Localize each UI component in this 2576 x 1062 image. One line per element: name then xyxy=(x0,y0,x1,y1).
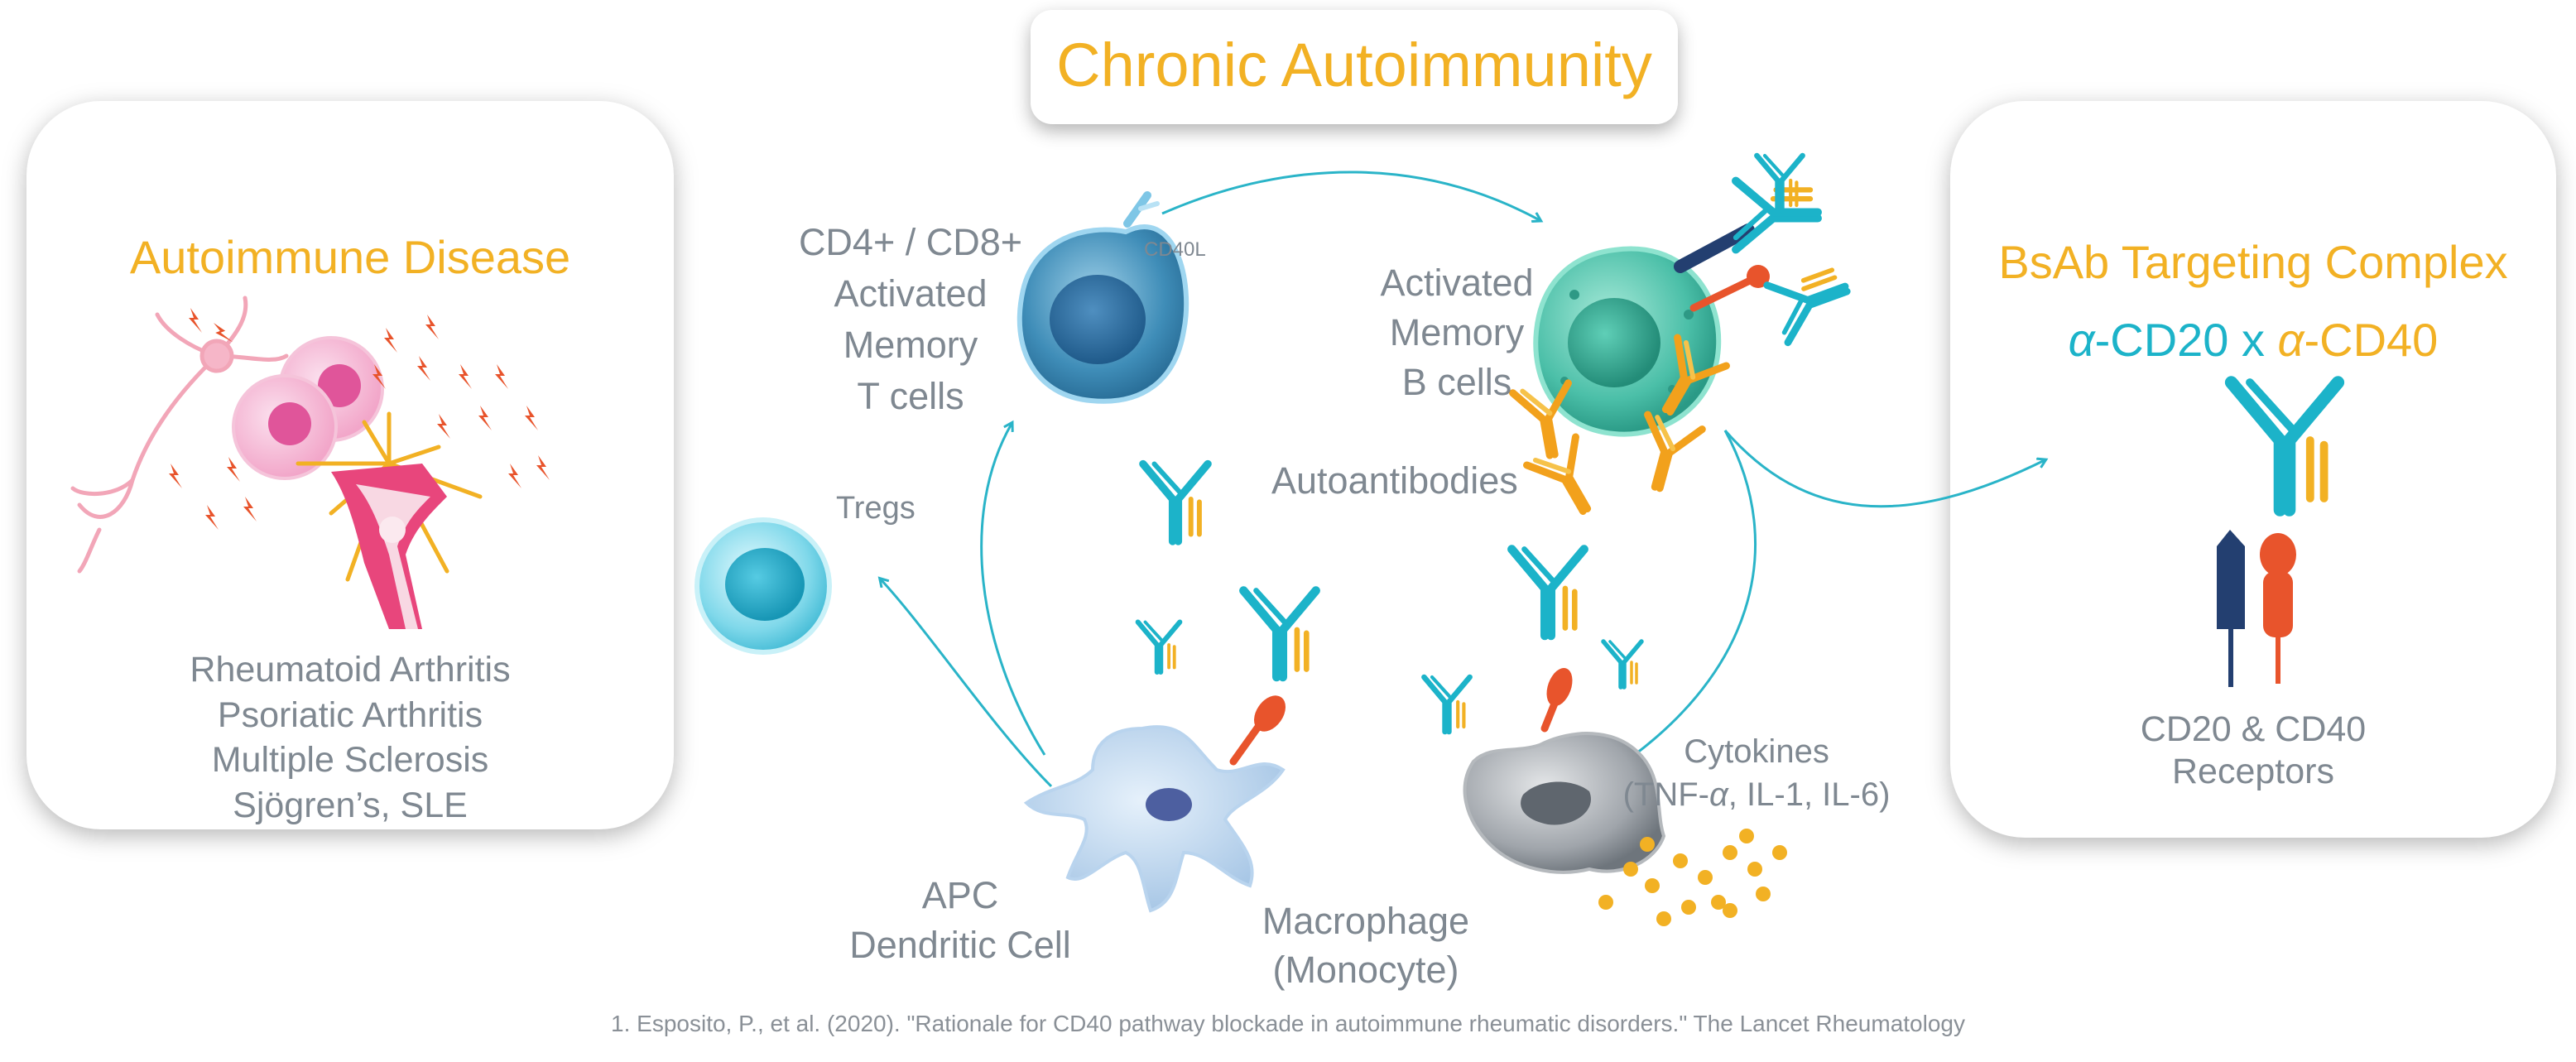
right-panel-subtitle: α-CD20 x α-CD40 xyxy=(1950,313,2556,368)
t-cells-label-line: Memory xyxy=(843,324,978,367)
right-panel xyxy=(1950,101,2556,838)
b-cells-label-line: B cells xyxy=(1401,360,1512,403)
disease-item: Sjögren’s, SLE xyxy=(233,785,468,825)
right-panel-title: BsAb Targeting Complex xyxy=(1998,236,2508,288)
b-cells-label-line: Memory xyxy=(1389,310,1525,353)
cells-icon xyxy=(232,336,384,480)
cd40-label: -CD40 xyxy=(2304,314,2439,366)
citation: 1. Esposito, P., et al. (2020). "Rationa… xyxy=(611,1011,1965,1036)
disease-item: Multiple Sclerosis xyxy=(211,740,489,781)
dendritic-cell-icon xyxy=(1023,695,1286,913)
title-box xyxy=(1031,10,1678,124)
apc-label-line: APC xyxy=(921,874,999,916)
treg-icon xyxy=(694,517,832,655)
t-cells-label-line: Activated xyxy=(834,272,988,315)
cytokines-open: (TNF- xyxy=(1622,776,1709,813)
apc-label: APC Dendritic Cell xyxy=(819,871,1101,970)
autoantibodies-label: Autoantibodies xyxy=(1271,459,1518,502)
disease-list: Rheumatoid Arthritis Psoriatic Arthritis… xyxy=(26,647,674,828)
b-cell-icon xyxy=(1533,223,1770,437)
receptors-label-line: Receptors xyxy=(2172,751,2334,791)
cytokines-rest: , IL-1, IL-6) xyxy=(1728,776,1891,813)
receptors-label: CD20 & CD40 Receptors xyxy=(1950,709,2556,792)
alpha-symbol: α xyxy=(2068,314,2095,366)
receptors-label-line: CD20 & CD40 xyxy=(2140,709,2367,749)
tregs-label: Tregs xyxy=(836,491,916,526)
macrophage-label: Macrophage (Monocyte) xyxy=(1242,897,1490,994)
macrophage-label-line: (Monocyte) xyxy=(1272,948,1459,991)
disease-item: Rheumatoid Arthritis xyxy=(190,650,511,690)
pathway-arrows xyxy=(881,171,2045,788)
b-cells-label-line: Activated xyxy=(1380,262,1534,304)
macrophage-icon xyxy=(1463,667,1666,874)
neuron-icon xyxy=(70,296,289,574)
knee-joint-icon xyxy=(296,411,483,629)
cytokines-label-line: Cytokines xyxy=(1684,733,1829,770)
left-panel-title: Autoimmune Disease xyxy=(129,231,571,283)
disease-item: Psoriatic Arthritis xyxy=(217,694,483,735)
t-cell-icon xyxy=(1016,191,1189,404)
b-cells-label: Activated Memory B cells xyxy=(1341,258,1573,407)
receptor-icon xyxy=(2217,530,2296,687)
cytokines-label-line: (TNF-α, IL-1, IL-6) xyxy=(1608,773,1906,816)
t-cells-label: CD4+ / CD8+ Activated Memory T cells xyxy=(770,217,1051,422)
alpha-symbol: α xyxy=(1709,776,1728,813)
cd40l-label: CD40L xyxy=(1144,238,1206,261)
macrophage-label-line: Macrophage xyxy=(1262,900,1470,942)
t-cells-label-line: CD4+ / CD8+ xyxy=(798,221,1023,263)
apc-label-line: Dendritic Cell xyxy=(849,923,1071,966)
page-title: Chronic Autoimmunity xyxy=(1056,31,1652,99)
alpha-symbol: α xyxy=(2277,314,2304,366)
cytokine-dots xyxy=(1598,829,1787,926)
cd20-label: -CD20 x xyxy=(2094,314,2278,366)
t-cells-label-line: T cells xyxy=(857,375,964,418)
cytokines-label: Cytokines (TNF-α, IL-1, IL-6) xyxy=(1608,730,1906,816)
